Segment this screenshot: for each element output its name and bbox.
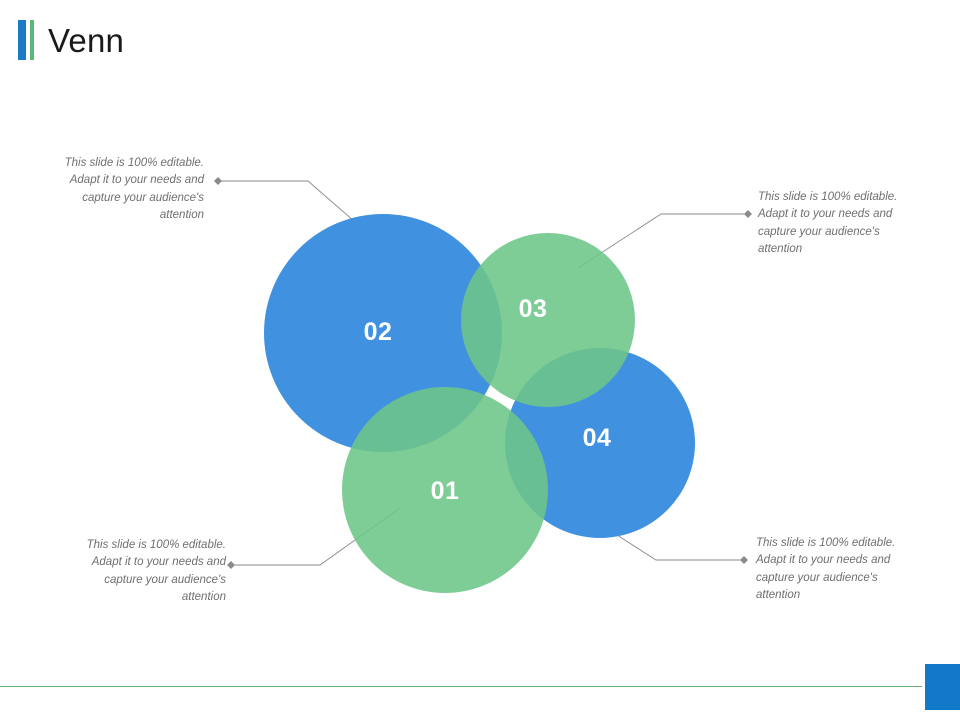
venn-circles [264, 214, 695, 593]
page-title: Venn [48, 21, 125, 59]
callout-text-top-left: This slide is 100% editable. Adapt it to… [64, 157, 204, 222]
title-accent-bars [18, 20, 34, 60]
footer-accent-block [925, 664, 960, 710]
venn-circle-03[interactable] [461, 233, 635, 407]
diamond-marker-bottom-right-icon [740, 556, 748, 564]
connector-line-top-right [577, 213, 748, 269]
callout-text-bottom-right: This slide is 100% editable. Adapt it to… [756, 537, 896, 602]
footer-divider [0, 686, 922, 687]
accent-gap [26, 20, 30, 60]
callout-text-top-right: This slide is 100% editable. Adapt it to… [758, 191, 898, 256]
slide-title-row: Venn [18, 18, 124, 62]
accent-bar-green-icon [30, 20, 34, 60]
diamond-marker-bottom-left-icon [227, 561, 235, 569]
diamond-marker-top-left-icon [214, 177, 222, 185]
connector-markers [214, 177, 752, 569]
diamond-marker-top-right-icon [744, 210, 752, 218]
accent-bar-blue-icon [18, 20, 26, 60]
callout-text-bottom-left: This slide is 100% editable. Adapt it to… [86, 539, 226, 604]
venn-circle-01[interactable] [342, 387, 548, 593]
